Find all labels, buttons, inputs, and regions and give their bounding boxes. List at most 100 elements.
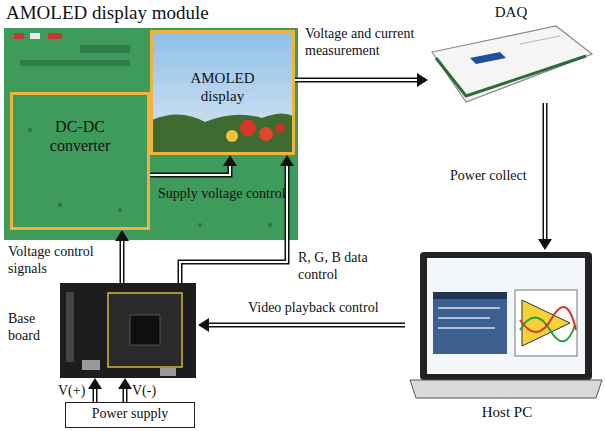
base-board-module xyxy=(108,293,182,367)
edge-label-holder: Voltage control signals xyxy=(8,244,116,278)
daq-terminal-strip xyxy=(436,56,586,96)
connector-line xyxy=(150,164,230,175)
display-flower xyxy=(275,123,285,133)
connector-core xyxy=(121,239,123,283)
converter-box: DC-DC converter xyxy=(10,92,150,230)
connector-core xyxy=(94,387,96,402)
base-board-node: Base board xyxy=(8,283,198,378)
connector-line xyxy=(120,239,125,283)
base-board-port xyxy=(82,360,100,370)
display-box: AMOLED display xyxy=(150,30,295,155)
arrow-head xyxy=(118,378,132,389)
edge-label: V(+) xyxy=(58,383,85,400)
edge-label-holder: Voltage and current measurement xyxy=(305,26,423,60)
edge-label-holder: Power collect xyxy=(450,168,527,185)
edge-label: R, G, B data control xyxy=(298,250,393,284)
display-flower xyxy=(259,127,273,141)
arrow-head xyxy=(280,155,294,166)
edge-label: Voltage and current measurement xyxy=(305,26,423,60)
edge-label: Video playback control xyxy=(248,300,379,317)
base-board-chip xyxy=(130,315,160,345)
pcb-hole xyxy=(28,128,32,132)
power-supply-box: Power supply xyxy=(65,402,195,428)
labview-wave xyxy=(520,307,576,332)
connector-core xyxy=(544,103,546,241)
arrow-head xyxy=(115,230,129,241)
base-board-port xyxy=(160,368,176,376)
base-board-pcb xyxy=(60,283,196,378)
double-line-arrow xyxy=(115,230,129,283)
double-line-arrow xyxy=(180,155,294,283)
host-pc-node: Host PC xyxy=(405,250,605,426)
edge-label-holder: R, G, B data control xyxy=(298,250,393,284)
node-label: DAQ xyxy=(468,4,554,21)
node-label: Base board xyxy=(8,311,56,345)
edge-label: Voltage control signals xyxy=(8,244,116,278)
double-line-arrow xyxy=(198,318,405,332)
daq-logo xyxy=(470,52,506,64)
pcb-hole xyxy=(118,208,122,212)
connector-line xyxy=(295,78,419,83)
software-window-line xyxy=(438,307,500,309)
double-line-arrow xyxy=(538,103,552,250)
software-window-bar xyxy=(433,292,507,299)
display-flower xyxy=(240,120,256,136)
software-window xyxy=(433,292,507,354)
base-board-header xyxy=(66,292,74,362)
arrow-head xyxy=(223,155,237,166)
laptop-base xyxy=(410,380,602,398)
arrow-head xyxy=(538,239,552,250)
connector-core xyxy=(150,164,230,175)
display-flower xyxy=(226,130,238,142)
display-foliage xyxy=(152,113,293,153)
arrow-head xyxy=(417,73,428,87)
connector-core xyxy=(295,79,419,81)
arrow-head xyxy=(88,378,102,389)
software-window-line xyxy=(438,327,495,329)
connector-line xyxy=(123,387,128,402)
daq-node: DAQ xyxy=(428,4,594,103)
laptop-screen-frame xyxy=(420,252,592,380)
labview-icon xyxy=(515,290,577,356)
pcb-board xyxy=(4,28,298,240)
pcb-hole xyxy=(268,223,272,227)
connector-line xyxy=(543,103,548,241)
pcb-component xyxy=(48,33,62,39)
edge-label: Supply voltage control xyxy=(158,186,286,203)
pcb-component xyxy=(30,33,40,39)
pcb-connector xyxy=(80,45,130,53)
node-label: Power supply xyxy=(66,403,194,425)
pcb-connector xyxy=(20,60,130,66)
node-label: DC-DC converter xyxy=(34,117,126,155)
software-window-line xyxy=(438,317,490,319)
node-label: AMOLED display xyxy=(185,69,260,105)
edge-label-holder: Video playback control xyxy=(248,300,379,317)
daq-detail xyxy=(520,36,560,44)
node-label: Host PC xyxy=(405,404,605,421)
edge-label: Power collect xyxy=(450,168,527,185)
connector-line xyxy=(207,323,405,328)
edge-label-holder: Supply voltage control xyxy=(158,186,286,203)
pcb-component xyxy=(14,33,24,39)
edge-label-holder: V(-) xyxy=(132,383,156,400)
arrow-head xyxy=(198,318,209,332)
edge-label-holder: V(+) xyxy=(58,383,85,400)
display-photo xyxy=(152,32,293,153)
connector-core xyxy=(180,164,287,283)
pcb-hole xyxy=(198,223,202,227)
module-board: AMOLED display moduleAMOLED displayDC-DC… xyxy=(4,2,304,240)
double-line-arrow xyxy=(118,378,132,402)
laptop-screen xyxy=(427,258,585,374)
node-label: AMOLED display module xyxy=(6,2,304,24)
connector-line xyxy=(180,164,287,283)
pcb-hole xyxy=(58,203,62,207)
edge-label: V(-) xyxy=(132,383,156,400)
double-line-arrow xyxy=(295,73,428,87)
connector-line xyxy=(93,387,98,402)
connector-core xyxy=(124,387,126,402)
daq-device xyxy=(432,26,592,102)
double-line-arrow xyxy=(88,378,102,402)
double-line-arrow xyxy=(150,155,237,175)
